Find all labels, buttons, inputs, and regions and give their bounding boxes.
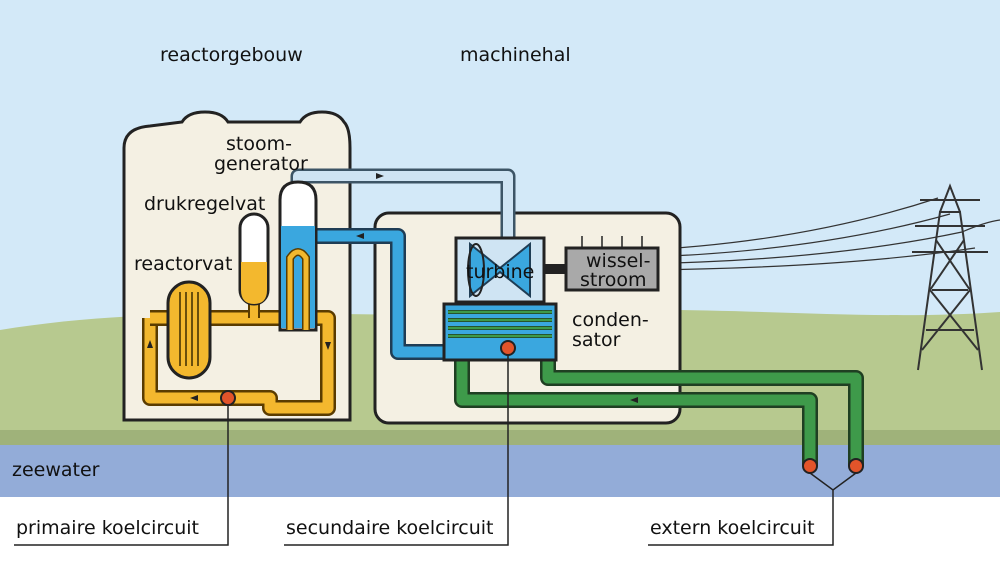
condenser-label-1: conden- [572,309,649,331]
condenser-label-2: sator [572,329,621,351]
external-pump-right-icon [848,458,864,474]
pressurizer-label: drukregelvat [144,193,265,215]
ground-strip [0,430,1000,445]
generator-box [564,246,660,292]
secondary-circuit-label: secundaire koelcircuit [286,517,493,539]
primary-circuit-label: primaire koelcircuit [16,517,199,539]
generator-label-1: wissel- [586,250,650,272]
steam-generator [278,180,318,332]
condenser [442,302,558,362]
generator-label-2: stroom [580,269,647,291]
pylon-icon [912,183,988,371]
reactor-vessel-label: reactorvat [134,253,232,275]
generator-wires [581,236,643,248]
turbine-shaft [544,264,566,274]
reactor-building-label: reactorgebouw [160,44,303,66]
machine-hall-label: machinehal [460,44,571,66]
steam-line [290,168,516,238]
callout-lines [14,355,857,546]
external-circuit-label: extern koelcircuit [650,517,815,539]
seawater-area [0,445,1000,497]
flow-arrows [147,173,638,403]
primary-pump-icon [220,390,236,406]
reactor-vessel [166,280,212,380]
steam-generator-label-2: generator [214,153,308,175]
turbine-label: turbine [466,261,534,283]
turbine [454,236,546,304]
secondary-pump-icon [500,340,516,356]
steam-generator-label-1: stoom- [226,133,292,155]
external-pump-left-icon [802,458,818,474]
pressurizer [238,212,270,306]
seawater-label: zeewater [12,459,100,481]
